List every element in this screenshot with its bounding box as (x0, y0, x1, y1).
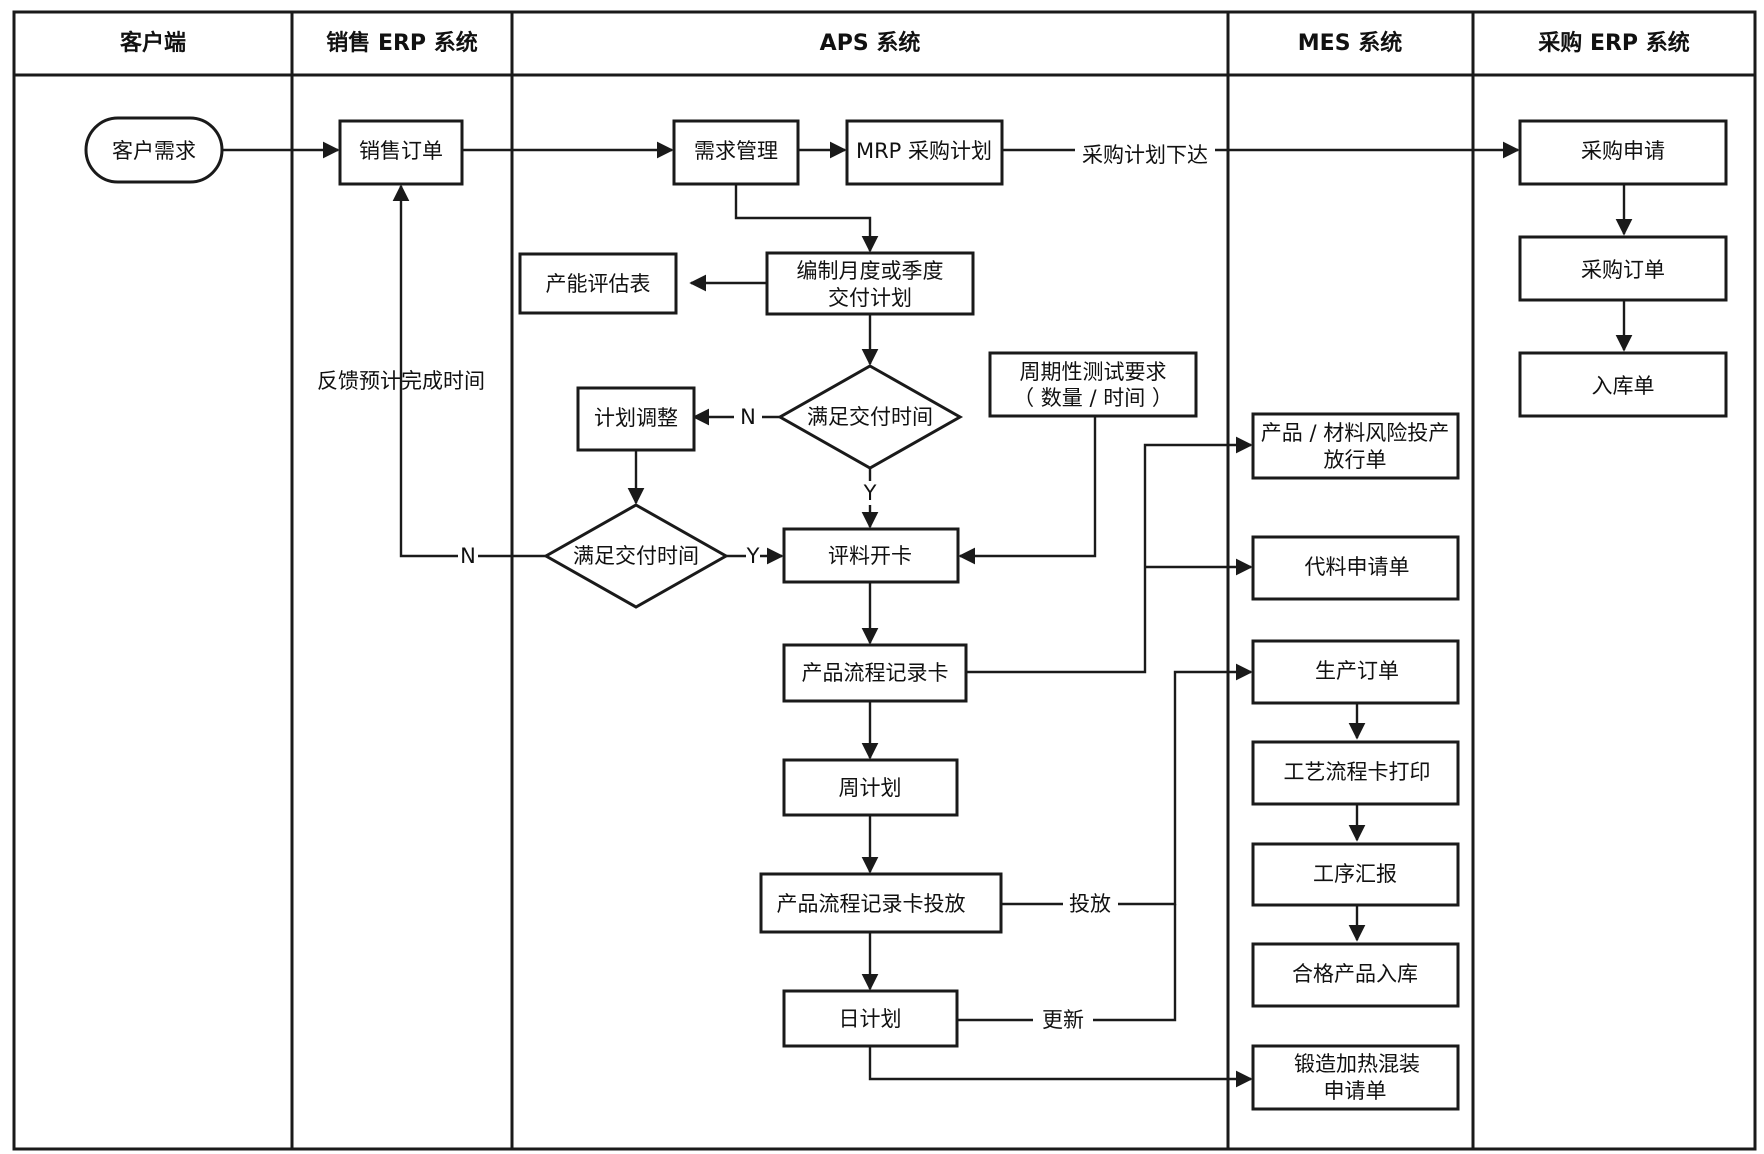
card-release-node (759, 872, 1003, 934)
sales-order-node (338, 119, 464, 186)
periodic-test-label-1: 周期性测试要求 (1020, 360, 1167, 384)
material-card-node (782, 527, 960, 584)
edge-label-n2: N (460, 544, 476, 568)
warehouse-receipt-node (1518, 351, 1728, 418)
product-card-label: 产品流程记录卡 (802, 661, 949, 685)
customer-demand-label: 客户需求 (112, 139, 196, 163)
periodic-test-label-2: （ 数量 / 时间 ） (1013, 386, 1173, 410)
weekly-plan-node (782, 758, 959, 817)
edge-label-y1: Y (863, 481, 877, 505)
substitute-request-label: 代料申请单 (1305, 555, 1410, 579)
monthly-plan-label-1: 编制月度或季度 (797, 259, 944, 283)
qualified-storage-label: 合格产品入库 (1292, 962, 1418, 986)
customer-demand-node (84, 116, 224, 184)
edge-product-card-to-risk (966, 436, 1253, 674)
daily-plan-node (782, 989, 959, 1048)
lane-header-customer: 客户端 (120, 30, 186, 56)
capacity-eval-label: 产能评估表 (546, 272, 651, 296)
periodic-test-node (988, 351, 1198, 418)
forging-request-label-1: 锻造加热混装 (1294, 1052, 1420, 1076)
forging-request-label-2: 申请单 (1324, 1079, 1387, 1103)
edge-release-to-production-order (1118, 663, 1253, 906)
production-order-label: 生产订单 (1315, 659, 1399, 683)
demand-mgmt-node (672, 119, 800, 186)
forging-request-node (1251, 1044, 1460, 1111)
decision-2-label: 满足交付时间 (573, 544, 699, 568)
edge-daily-to-forging (868, 1046, 1253, 1088)
edge-periodic-test-to-card (958, 416, 1097, 565)
route-card-print-label: 工艺流程卡打印 (1284, 760, 1431, 784)
edge-label-release: 投放 (1069, 892, 1111, 916)
daily-plan-label: 日计划 (839, 1007, 902, 1031)
decision-2-node (542, 503, 730, 609)
mrp-plan-label: MRP 采购计划 (856, 139, 992, 163)
qualified-storage-node (1251, 942, 1460, 1008)
risk-release-label-1: 产品 / 材料风险投产 (1261, 421, 1449, 445)
connectors (222, 141, 1633, 1088)
risk-release-node (1251, 412, 1460, 480)
demand-mgmt-label: 需求管理 (694, 139, 778, 163)
purchase-request-label: 采购申请 (1581, 139, 1665, 163)
lane-header-mes: MES 系统 (1298, 30, 1402, 56)
lane-header-purchase-erp: 采购 ERP 系统 (1538, 30, 1689, 56)
process-report-node (1251, 842, 1460, 907)
edge-label-update: 更新 (1042, 1008, 1084, 1032)
edge-decision2-n-feedback (392, 184, 458, 558)
decision-1-node (776, 364, 964, 470)
plan-adjust-label: 计划调整 (594, 406, 678, 430)
decision-1-label: 满足交付时间 (807, 405, 933, 429)
monthly-plan-label-2: 交付计划 (828, 286, 912, 310)
swimlane-frame (12, 10, 1757, 1151)
route-card-print-node (1251, 740, 1460, 806)
weekly-plan-label: 周计划 (839, 776, 902, 800)
edge-label-purchase-plan-issue: 采购计划下达 (1082, 143, 1208, 167)
capacity-eval-node (518, 252, 678, 315)
purchase-order-node (1518, 235, 1728, 302)
material-card-label: 评料开卡 (828, 544, 912, 568)
lane-header-sales-erp: 销售 ERP 系统 (326, 30, 477, 56)
mrp-plan-node (845, 119, 1004, 186)
production-order-node (1251, 639, 1460, 705)
edge-daily-update-b (1093, 904, 1177, 1022)
edge-label-y2: Y (746, 544, 760, 568)
substitute-request-node (1251, 535, 1460, 601)
risk-release-label-2: 放行单 (1324, 448, 1387, 472)
card-release-label: 产品流程记录卡投放 (777, 892, 966, 916)
process-report-label: 工序汇报 (1313, 862, 1397, 886)
plan-adjust-node (576, 386, 696, 452)
sales-order-label: 销售订单 (359, 139, 443, 163)
lane-header-aps: APS 系统 (820, 30, 921, 56)
purchase-order-label: 采购订单 (1581, 258, 1665, 282)
warehouse-receipt-label: 入库单 (1592, 374, 1655, 398)
edge-label-feedback-time: 反馈预计完成时间 (317, 369, 485, 393)
monthly-plan-node (765, 251, 975, 316)
edge-label-n1: N (740, 405, 756, 429)
edge-demand-mgmt-to-monthly (734, 184, 879, 253)
product-card-node (782, 643, 968, 703)
purchase-request-node (1518, 119, 1728, 186)
